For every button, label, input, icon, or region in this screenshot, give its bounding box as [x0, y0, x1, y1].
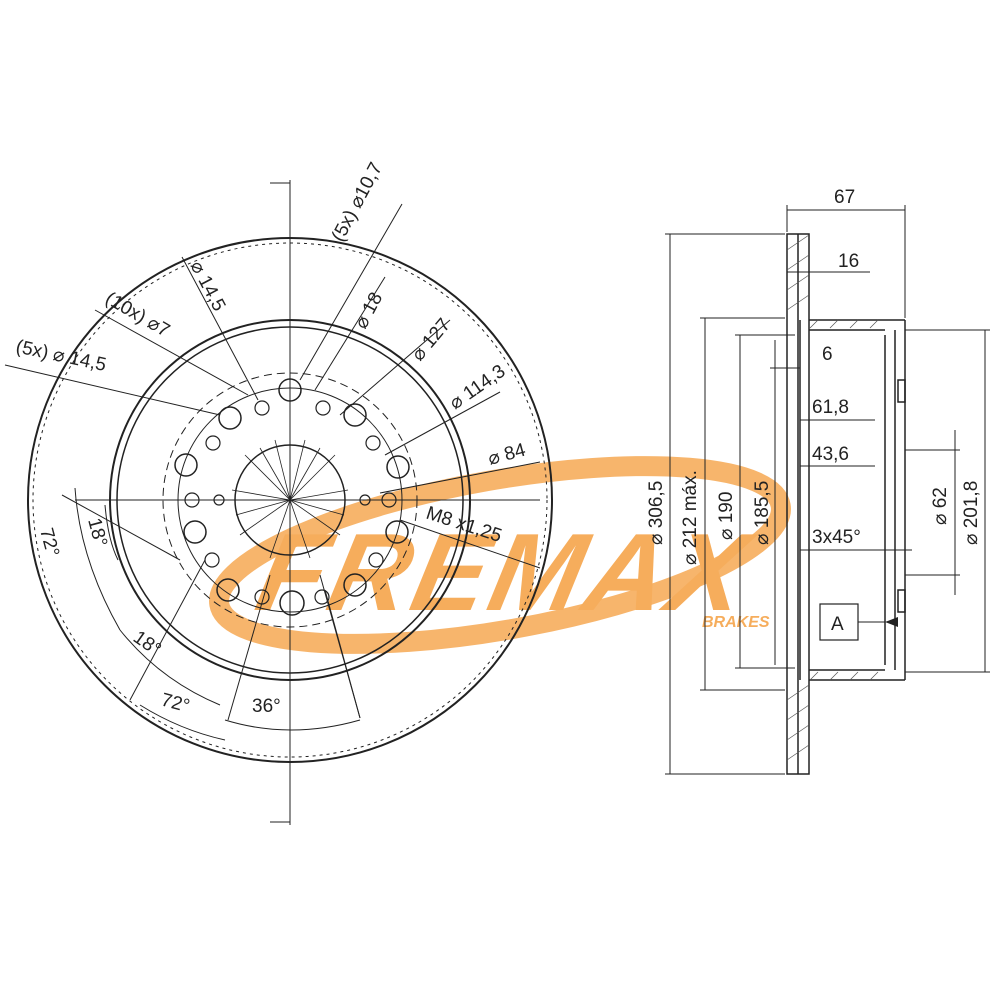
bolt-hole — [218, 406, 242, 430]
small-hole — [213, 494, 225, 506]
bolt-hole — [216, 578, 240, 602]
side-section — [786, 233, 906, 775]
bolt-hole — [183, 520, 207, 544]
label-dia-114-3: ⌀ 114,3 — [446, 361, 510, 414]
label-dia-212-max: ⌀ 212 máx. — [680, 470, 701, 565]
label-dia-84: ⌀ 84 — [486, 440, 528, 470]
label-angle-72-a: 72° — [35, 526, 63, 559]
label-dia-185-5: ⌀ 185,5 — [752, 481, 773, 545]
watermark-sub: BRAKES — [702, 614, 770, 631]
label-dia-201-8: ⌀ 201,8 — [961, 481, 982, 545]
threaded-hole — [359, 494, 371, 506]
small-hole — [204, 552, 220, 568]
label-dia-62: ⌀ 62 — [930, 487, 951, 525]
small-hole — [184, 492, 200, 508]
holes-ring-circle — [177, 387, 403, 613]
side-view: 67 16 6 61,8 43,6 3x45° A ⌀ 306,5 ⌀ 212 … — [646, 187, 990, 775]
section-hatching — [786, 234, 879, 761]
pcd-circle — [162, 372, 418, 628]
leader-lines — [4, 203, 541, 721]
label-dia-190: ⌀ 190 — [716, 492, 737, 540]
arc-72-left — [74, 487, 121, 631]
arc-18-left — [104, 504, 119, 561]
label-thickness-16: 16 — [838, 251, 859, 272]
radial-construction-lines — [231, 439, 349, 559]
bolt-hole — [174, 453, 198, 477]
label-dim-43-6: 43,6 — [812, 444, 849, 465]
bolt-holes — [174, 378, 410, 616]
angle-arcs — [74, 487, 361, 741]
label-holes-5x-b: (5x) ⌀10,7 — [328, 159, 387, 245]
label-dia-127: ⌀ 127 — [408, 315, 455, 366]
bolt-hole — [385, 520, 409, 544]
label-dim-61-8: 61,8 — [812, 397, 849, 418]
small-hole — [315, 400, 331, 416]
label-angle-36: 36° — [252, 696, 281, 717]
label-chamfer: 3x45° — [812, 527, 861, 548]
bolt-hole — [386, 455, 410, 479]
datum-arrow — [885, 617, 898, 627]
watermark-logo: FREMAX BRAKES — [209, 456, 791, 654]
arc-36-bottom — [224, 719, 361, 731]
label-dia-18: ⌀ 18 — [351, 289, 387, 332]
arc-72-bottom — [139, 704, 226, 741]
side-dimension-lines — [665, 205, 990, 775]
hat-outer-circle — [109, 319, 471, 681]
small-hole — [314, 589, 330, 605]
front-view: (5x) ⌀10,7 ⌀ 18 ⌀ 127 ⌀ 114,3 ⌀ 84 ⌀ 14,… — [4, 159, 553, 825]
small-hole — [205, 435, 221, 451]
bolt-hole — [343, 403, 367, 427]
bolt-hole — [278, 378, 302, 402]
label-hole-14-5: ⌀ 14,5 — [186, 257, 230, 314]
label-angle-18-b: 18° — [129, 627, 165, 661]
bolt-hole — [279, 590, 305, 616]
disc-outer-dotted — [32, 242, 548, 758]
small-holes — [184, 400, 397, 605]
small-hole — [368, 552, 384, 568]
hat-inner-circle — [116, 326, 464, 674]
label-dim-6: 6 — [822, 344, 833, 365]
bolt-hole — [343, 573, 367, 597]
label-datum: A — [831, 614, 844, 635]
small-hole — [381, 492, 397, 508]
arc-18-bottom — [119, 629, 221, 706]
label-dia-306-5: ⌀ 306,5 — [646, 481, 667, 545]
label-angle-72-b: 72° — [159, 690, 192, 718]
disc-outer-edge — [27, 237, 553, 763]
small-hole — [365, 435, 381, 451]
label-width-67: 67 — [834, 187, 855, 208]
small-hole — [254, 400, 270, 416]
